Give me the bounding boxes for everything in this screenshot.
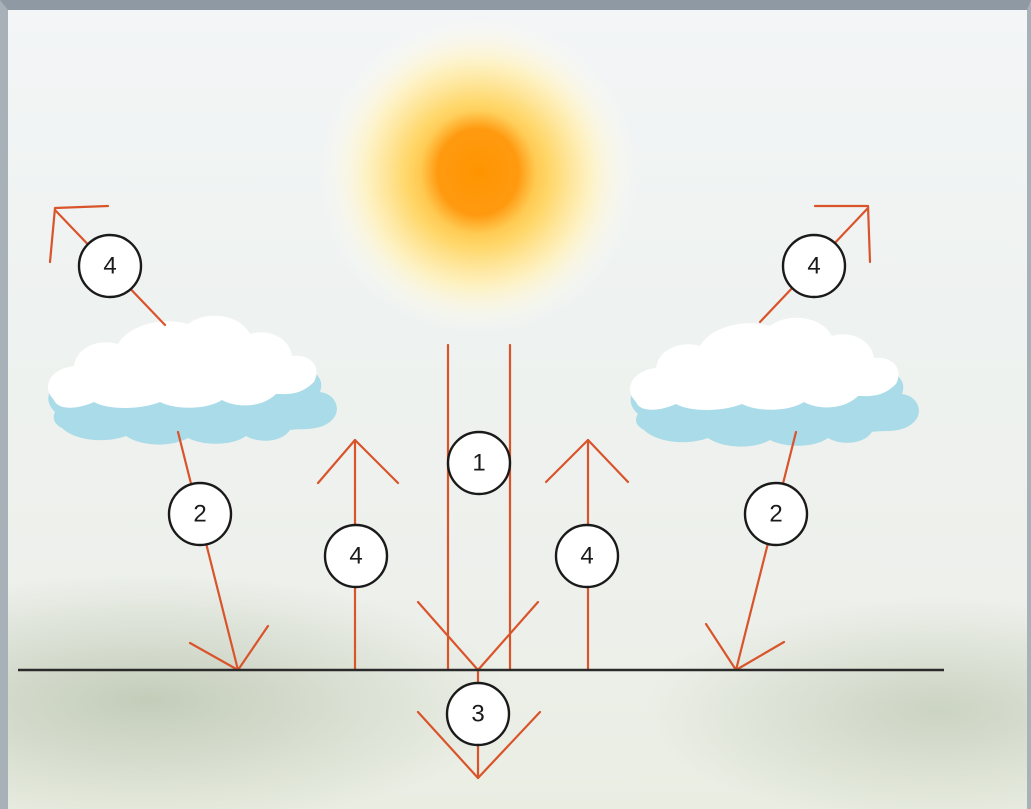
- badge-4-left-cloud: 4: [77, 233, 143, 299]
- badge-4-right-cloud-label: 4: [807, 253, 820, 280]
- right-cloud-icon: [629, 317, 919, 447]
- badge-2-right-label: 2: [769, 501, 782, 528]
- diffuse-arrow-left: [176, 430, 270, 672]
- sun-icon: [318, 15, 638, 335]
- badge-1-label: 1: [472, 450, 485, 477]
- badge-4-left-center-label: 4: [349, 543, 362, 570]
- badge-4-right-center-label: 4: [580, 543, 593, 570]
- diffuse-arrow-right: [704, 430, 798, 672]
- badge-2-left: 2: [167, 481, 233, 547]
- badge-2-right: 2: [743, 481, 809, 547]
- left-cloud-icon: [47, 315, 337, 445]
- badge-4-right-cloud: 4: [781, 233, 847, 299]
- badge-4-left-center: 4: [323, 523, 389, 589]
- badge-4-left-cloud-label: 4: [103, 253, 116, 280]
- badge-2-left-label: 2: [193, 501, 206, 528]
- badge-1: 1: [446, 430, 512, 496]
- direct-radiation-arrow: [416, 343, 540, 672]
- badge-4-right-center: 4: [554, 523, 620, 589]
- badge-3-label: 3: [471, 701, 484, 728]
- badge-3: 3: [445, 681, 511, 747]
